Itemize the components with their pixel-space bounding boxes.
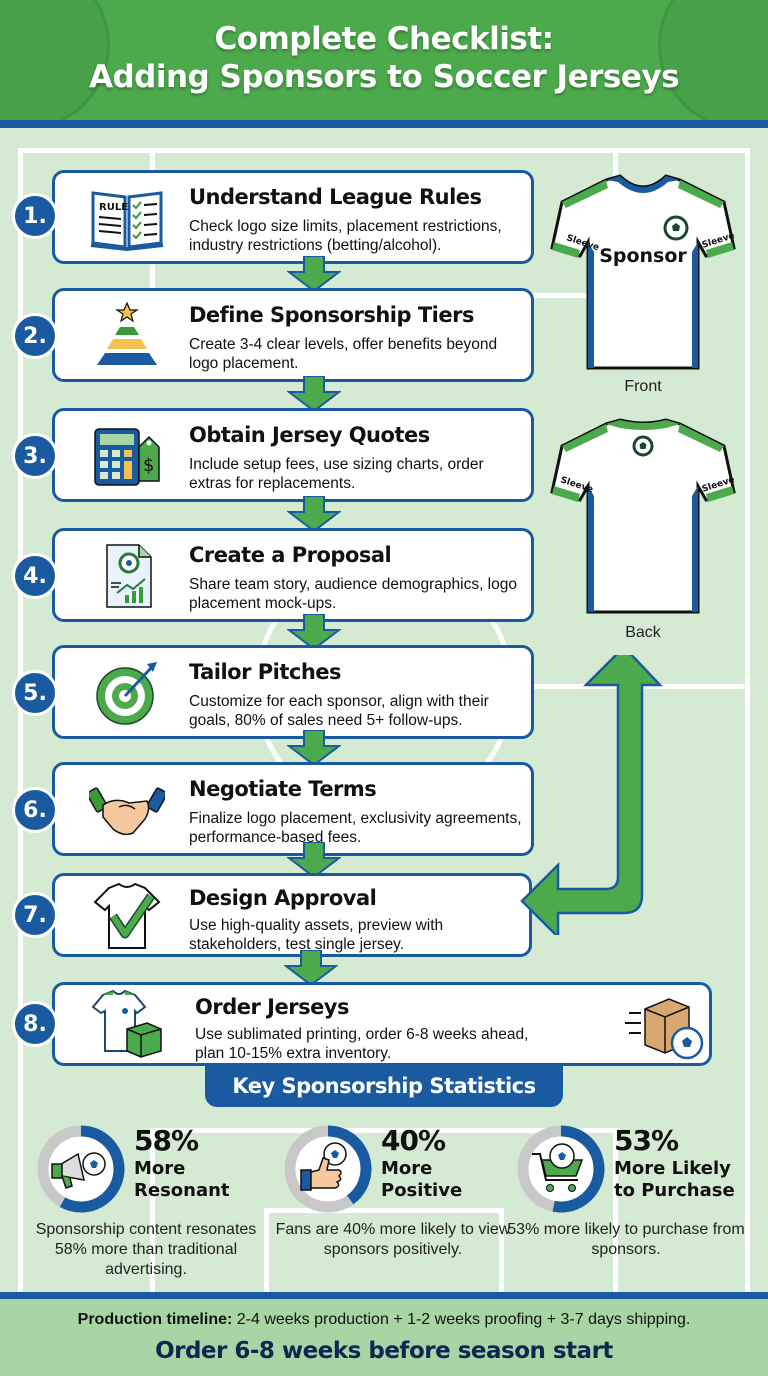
stat-percent: 40% xyxy=(381,1124,446,1157)
step-card-2: Define Sponsorship Tiers Create 3-4 clea… xyxy=(52,288,534,382)
shipping-box-ball-icon xyxy=(625,998,704,1060)
step-number-badge: 8. xyxy=(12,1001,58,1047)
step-title: Order Jerseys xyxy=(195,995,350,1019)
step-card-3: $ Obtain Jersey Quotes Include setup fee… xyxy=(52,408,534,502)
arrow-down-icon xyxy=(287,496,341,532)
jersey-back-label: Back xyxy=(625,624,661,641)
jersey-back-illustration: Sleeve Sleeve xyxy=(550,418,736,614)
stat-description: 53% more likely to purchase from sponsor… xyxy=(507,1221,745,1258)
arrow-down-icon xyxy=(287,256,341,292)
svg-text:$: $ xyxy=(143,455,154,476)
step-title: Negotiate Terms xyxy=(189,777,377,801)
handshake-icon xyxy=(89,787,165,836)
step-title: Tailor Pitches xyxy=(189,660,342,684)
svg-text:RULE: RULE xyxy=(99,202,128,213)
step-card-8: Order Jerseys Use sublimated printing, o… xyxy=(52,982,712,1066)
order-cta: Order 6-8 weeks before season start xyxy=(155,1338,613,1364)
target-dart-icon xyxy=(96,662,157,725)
jersey-box-icon xyxy=(91,989,162,1058)
step-description: Create 3-4 clear levels, offer benefits … xyxy=(189,336,498,372)
return-arrow-icon xyxy=(520,655,663,935)
arrow-down-icon xyxy=(287,730,341,766)
step-number-badge: 3. xyxy=(12,433,58,479)
step-number-badge: 7. xyxy=(12,892,58,938)
arrow-down-icon xyxy=(287,842,341,878)
header-banner: Complete Checklist: Adding Sponsors to S… xyxy=(0,0,768,120)
arrow-down-icon xyxy=(287,614,341,650)
tier-pyramid-icon xyxy=(97,301,157,365)
calculator-price-tag-icon: $ xyxy=(94,428,160,486)
step-number-badge: 5. xyxy=(12,670,58,716)
step-description: Customize for each sponsor, align with t… xyxy=(189,693,489,729)
penalty-box-bottom xyxy=(150,1128,618,1292)
progress-ring xyxy=(284,1125,372,1213)
step-description: Share team story, audience demographics,… xyxy=(189,576,517,612)
stat-percent: 53% xyxy=(614,1124,679,1157)
megaphone-ball-icon xyxy=(51,1152,106,1189)
arrow-down-icon xyxy=(284,950,338,986)
stat-percent: 58% xyxy=(134,1124,199,1157)
step-number-badge: 6. xyxy=(12,787,58,833)
jersey-front-label: Front xyxy=(624,378,662,395)
step-card-6: Negotiate Terms Finalize logo placement,… xyxy=(52,762,534,856)
field-boundary-line xyxy=(18,148,750,1292)
goal-box-bottom xyxy=(264,1208,504,1292)
stats-heading: Key Sponsorship Statistics xyxy=(205,1065,563,1107)
step-title: Define Sponsorship Tiers xyxy=(189,303,474,327)
step-description: Use high-quality assets, preview with st… xyxy=(189,917,444,953)
arrow-down-icon xyxy=(287,376,341,412)
step-title: Design Approval xyxy=(189,886,377,910)
shirt-checkmark-icon xyxy=(93,882,161,949)
footer: Production timeline: 2-4 weeks productio… xyxy=(0,1299,768,1376)
rule-book-icon: RULE xyxy=(90,191,164,252)
step-title: Obtain Jersey Quotes xyxy=(189,423,430,447)
shopping-cart-ball-icon xyxy=(532,1143,584,1192)
step-description: Include setup fees, use sizing charts, o… xyxy=(189,456,484,492)
step-card-5: Tailor Pitches Customize for each sponso… xyxy=(52,645,534,739)
step-number-badge: 2. xyxy=(12,313,58,359)
stat-description: Sponsorship content resonates 58% more t… xyxy=(35,1221,257,1278)
header-divider xyxy=(0,120,768,128)
production-timeline: Production timeline: 2-4 weeks productio… xyxy=(77,1311,691,1328)
sponsor-logo-text: Sponsor xyxy=(599,245,687,267)
step-number-badge: 1. xyxy=(12,193,58,239)
stat-description: Fans are 40% more likely to view sponsor… xyxy=(275,1221,511,1258)
page-title-line2: Adding Sponsors to Soccer Jerseys xyxy=(88,59,680,95)
step-description: Finalize logo placement, exclusivity agr… xyxy=(189,810,522,846)
jersey-front-illustration: Sleeve Sleeve Sponsor xyxy=(550,174,736,370)
thumbs-up-ball-icon xyxy=(300,1142,347,1191)
proposal-document-icon xyxy=(106,544,152,608)
step-number-badge: 4. xyxy=(12,553,58,599)
step-description: Check logo size limits, placement restri… xyxy=(189,218,502,254)
footer-divider xyxy=(0,1292,768,1299)
step-description: Use sublimated printing, order 6-8 weeks… xyxy=(195,1026,529,1062)
step-card-1: RULE Understand League Rules Check logo … xyxy=(52,170,534,264)
step-title: Understand League Rules xyxy=(189,185,482,209)
progress-ring xyxy=(37,1125,125,1213)
step-card-4: Create a Proposal Share team story, audi… xyxy=(52,528,534,622)
progress-ring xyxy=(517,1125,605,1213)
step-card-7: Design Approval Use high-quality assets,… xyxy=(52,873,532,957)
step-title: Create a Proposal xyxy=(189,543,392,567)
soccer-ball-decoration-icon xyxy=(0,0,110,120)
page-title-line1: Complete Checklist: xyxy=(214,21,554,57)
